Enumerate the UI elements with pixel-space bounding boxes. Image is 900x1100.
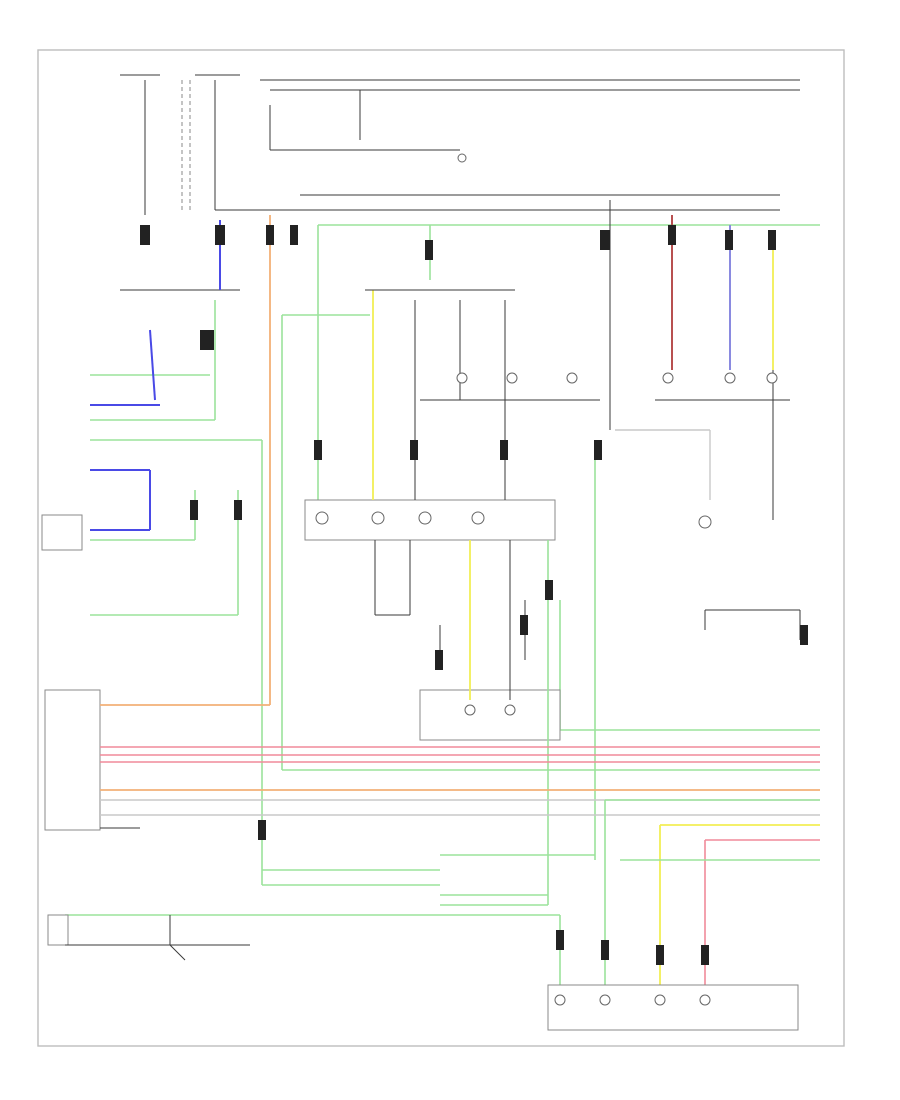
trailer-lamp-icon <box>699 994 711 1006</box>
indicator-lamp-icon <box>566 372 578 384</box>
front-body-control-module <box>90 215 271 885</box>
side-marker-lamp-icon <box>698 515 712 529</box>
trailer-lamp-icon <box>599 994 611 1006</box>
rear-body-control-module <box>44 689 820 831</box>
multi-function-switch <box>41 469 239 616</box>
tail-lamp-icon <box>504 704 516 716</box>
tail-lamp-assembly-left <box>419 540 561 905</box>
indicator-lamp-icon <box>315 511 329 525</box>
trailer-lamp-icon <box>654 994 666 1006</box>
trailer-harness <box>65 799 820 1031</box>
indicator-lamp-icon <box>418 511 432 525</box>
indicator-lamp-icon <box>371 511 385 525</box>
instrument-cluster <box>304 289 600 670</box>
ground-point-icon <box>457 153 467 163</box>
indicator-lamp-icon <box>456 372 468 384</box>
tail-lamp-icon <box>464 704 476 716</box>
indicator-lamp-icon <box>506 372 518 384</box>
green-trunk-lines <box>281 224 820 860</box>
tail-lamp-assembly-right <box>609 200 801 640</box>
tail-lamp-icon <box>662 372 674 384</box>
tail-lamp-icon <box>766 372 778 384</box>
trailer-lamp-icon <box>554 994 566 1006</box>
tail-lamp-icon <box>724 372 736 384</box>
diagram-frame <box>37 49 845 1047</box>
license-plate-light <box>47 914 250 961</box>
power-distribution-top <box>120 74 800 215</box>
connector-marks <box>140 225 808 965</box>
indicator-lamp-icon <box>471 511 485 525</box>
